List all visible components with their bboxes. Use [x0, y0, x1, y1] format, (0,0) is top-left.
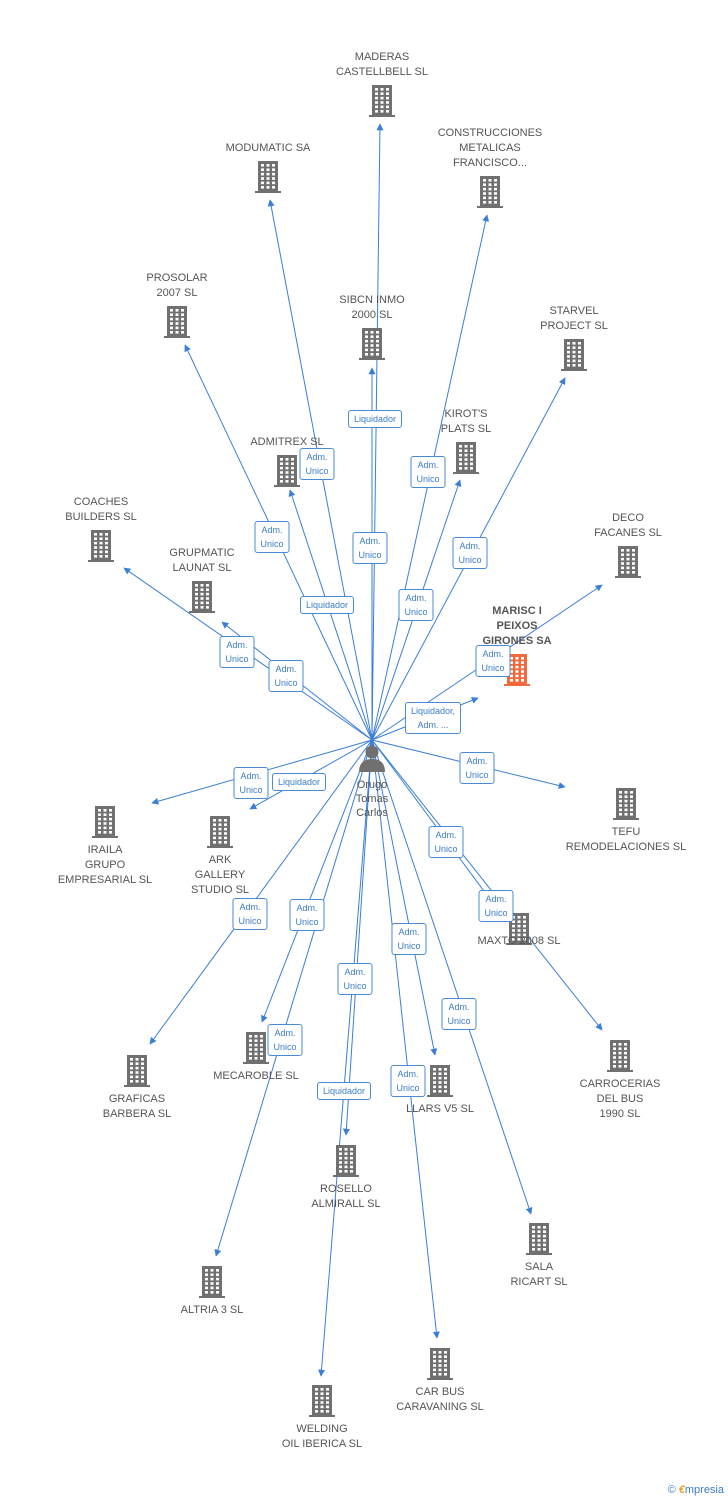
- relation-label-ark[interactable]: Liquidador: [271, 773, 327, 791]
- relation-edge-mecaroble: [261, 739, 373, 1023]
- relation-label-carbus[interactable]: Adm. Unico: [390, 1065, 426, 1097]
- building-icon: [453, 442, 479, 474]
- copyright-symbol: ©: [667, 1484, 676, 1496]
- building-icon: [615, 546, 641, 578]
- relation-label-carrocerias[interactable]: Adm. Unico: [478, 890, 514, 922]
- building-icon: [427, 1348, 453, 1380]
- footer-brand: © €mpresia: [668, 1484, 724, 1496]
- relation-label-rosello[interactable]: Liquidador: [316, 1082, 372, 1100]
- relation-label-sibcn[interactable]: Adm. Unico: [352, 532, 388, 564]
- company-label: ROSELLO ALMIRALL SL: [311, 1183, 381, 1210]
- relation-label-deco[interactable]: Adm. Unico: [475, 645, 511, 677]
- relation-edge-maxto: [371, 739, 499, 911]
- relation-label-grupmatic[interactable]: Adm. Unico: [268, 660, 304, 692]
- relation-label-altria[interactable]: Adm. Unico: [267, 1024, 303, 1056]
- building-icon: [92, 806, 118, 838]
- company-label: MARISC I PEIXOS GIRONES SA: [482, 605, 552, 647]
- relation-label-starvel[interactable]: Adm. Unico: [452, 537, 488, 569]
- company-label: WELDING OIL IBERICA SL: [281, 1423, 363, 1450]
- building-icon: [504, 654, 530, 686]
- relation-label-mecaroble[interactable]: Adm. Unico: [289, 899, 325, 931]
- relation-edge-sala: [371, 739, 533, 1215]
- brand-name: mpresia: [684, 1484, 724, 1496]
- relation-edge-llars: [371, 739, 438, 1056]
- relation-label-coaches[interactable]: Adm. Unico: [219, 636, 255, 668]
- company-label: PROSOLAR 2007 SL: [146, 272, 208, 299]
- company-label: LLARS V5 SL: [406, 1103, 474, 1115]
- relation-label-graficas[interactable]: Adm. Unico: [232, 898, 268, 930]
- relation-label-llars[interactable]: Adm. Unico: [391, 923, 427, 955]
- company-label: ARK GALLERY STUDIO SL: [190, 854, 250, 896]
- company-label: STARVEL PROJECT SL: [540, 305, 608, 332]
- building-icon: [189, 581, 215, 613]
- relation-label-modumatic[interactable]: Adm. Unico: [299, 448, 335, 480]
- building-icon: [526, 1223, 552, 1255]
- relation-label-sala[interactable]: Adm. Unico: [441, 998, 477, 1030]
- relation-edge-rosello: [342, 739, 373, 1136]
- relation-label-prosolar[interactable]: Adm. Unico: [254, 521, 290, 553]
- building-icon: [243, 1032, 269, 1064]
- company-label: CONSTRUCCIONES METALICAS FRANCISCO...: [437, 127, 543, 169]
- relation-label-admitrex[interactable]: Liquidador: [299, 596, 355, 614]
- relation-label-construcciones[interactable]: Adm. Unico: [410, 456, 446, 488]
- brand-logo-initial: €: [678, 1484, 685, 1496]
- company-label: DECO FACANES SL: [594, 512, 662, 539]
- building-icon: [427, 1065, 453, 1097]
- building-icon: [124, 1055, 150, 1087]
- relation-label-iraila[interactable]: Adm. Unico: [233, 767, 269, 799]
- person-icon: [359, 745, 385, 772]
- building-icon: [309, 1385, 335, 1417]
- company-label: MODUMATIC SA: [225, 142, 311, 154]
- relation-label-maxto[interactable]: Adm. Unico: [428, 826, 464, 858]
- company-label: GRAFICAS BARBERA SL: [102, 1093, 172, 1120]
- relation-edge-admitrex: [288, 489, 373, 741]
- building-icon: [274, 455, 300, 487]
- building-icon: [359, 328, 385, 360]
- company-label: KIROT'S PLATS SL: [440, 408, 492, 435]
- company-label: MAXTO 2008 SL: [477, 935, 561, 947]
- company-label: SIBCN INMO 2000 SL: [339, 294, 405, 321]
- company-label: SALA RICART SL: [510, 1261, 568, 1288]
- relation-label-kirots[interactable]: Adm. Unico: [398, 589, 434, 621]
- building-icon: [88, 530, 114, 562]
- relation-label-maderas[interactable]: Liquidador: [347, 410, 403, 428]
- building-icon: [477, 176, 503, 208]
- company-label: MECAROBLE SL: [213, 1070, 299, 1082]
- company-label: CAR BUS CARAVANING SL: [396, 1386, 484, 1413]
- company-label: ALTRIA 3 SL: [180, 1304, 244, 1316]
- building-icon: [164, 306, 190, 338]
- relation-edge-maderas: [371, 123, 384, 741]
- building-icon: [607, 1040, 633, 1072]
- company-label: GRUPMATIC LAUNAT SL: [169, 547, 235, 574]
- person-name: Orugo Tomas Carlos: [355, 779, 389, 819]
- building-icon: [333, 1145, 359, 1177]
- relation-edge-welding: [318, 739, 373, 1377]
- relation-edge-altria: [214, 739, 373, 1257]
- company-label: CARROCERIAS DEL BUS 1990 SL: [579, 1078, 661, 1120]
- building-icon: [199, 1266, 225, 1298]
- building-icon: [369, 85, 395, 117]
- company-label: TEFU REMODELACIONES SL: [565, 826, 687, 853]
- relation-label-marisc[interactable]: Liquidador, Adm. ...: [404, 702, 462, 734]
- relation-edge-carbus: [371, 739, 440, 1339]
- company-label: IRAILA GRUPO EMPRESARIAL SL: [57, 844, 153, 886]
- relation-edge-carrocerias: [371, 739, 603, 1031]
- company-label: MADERAS CASTELLBELL SL: [336, 51, 428, 78]
- relation-edge-graficas: [149, 739, 373, 1045]
- company-label: COACHES BUILDERS SL: [65, 496, 137, 523]
- company-label: ADMITREX SL: [250, 436, 324, 448]
- building-icon: [561, 339, 587, 371]
- relation-label-welding[interactable]: Adm. Unico: [337, 963, 373, 995]
- building-icon: [613, 788, 639, 820]
- building-icon: [255, 161, 281, 193]
- building-icon: [207, 816, 233, 848]
- relation-label-tefu[interactable]: Adm. Unico: [459, 752, 495, 784]
